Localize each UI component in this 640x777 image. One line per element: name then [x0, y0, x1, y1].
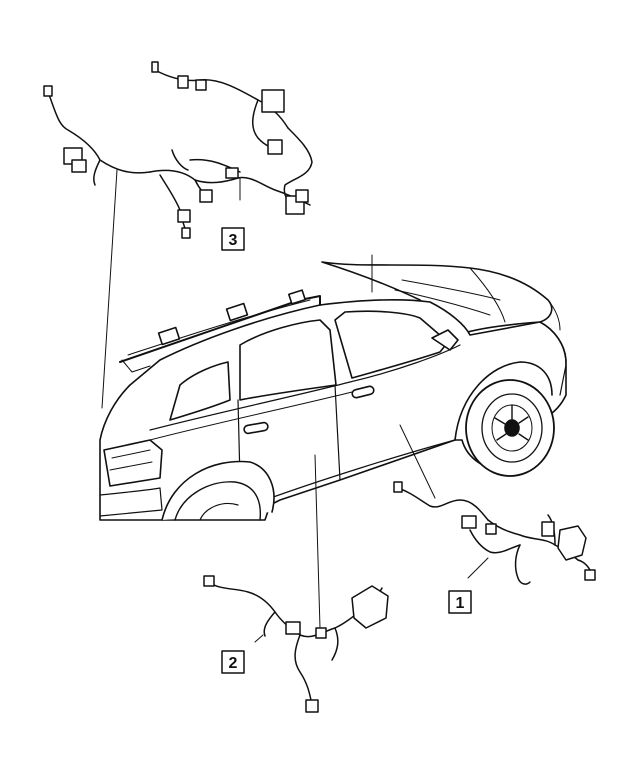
wiring-harness-2 — [203, 575, 389, 713]
wiring-harness-3 — [43, 61, 313, 239]
leader-lines — [101, 169, 489, 643]
callout-label-2: 2 — [229, 655, 238, 672]
callout-label-1: 1 — [456, 595, 465, 612]
callout-2: 2 — [221, 650, 245, 674]
callout-3: 3 — [221, 227, 245, 251]
wiring-harness-1 — [393, 481, 596, 585]
vehicle-illustration — [99, 261, 567, 521]
callout-1: 1 — [448, 590, 472, 614]
callout-label-3: 3 — [229, 232, 238, 249]
